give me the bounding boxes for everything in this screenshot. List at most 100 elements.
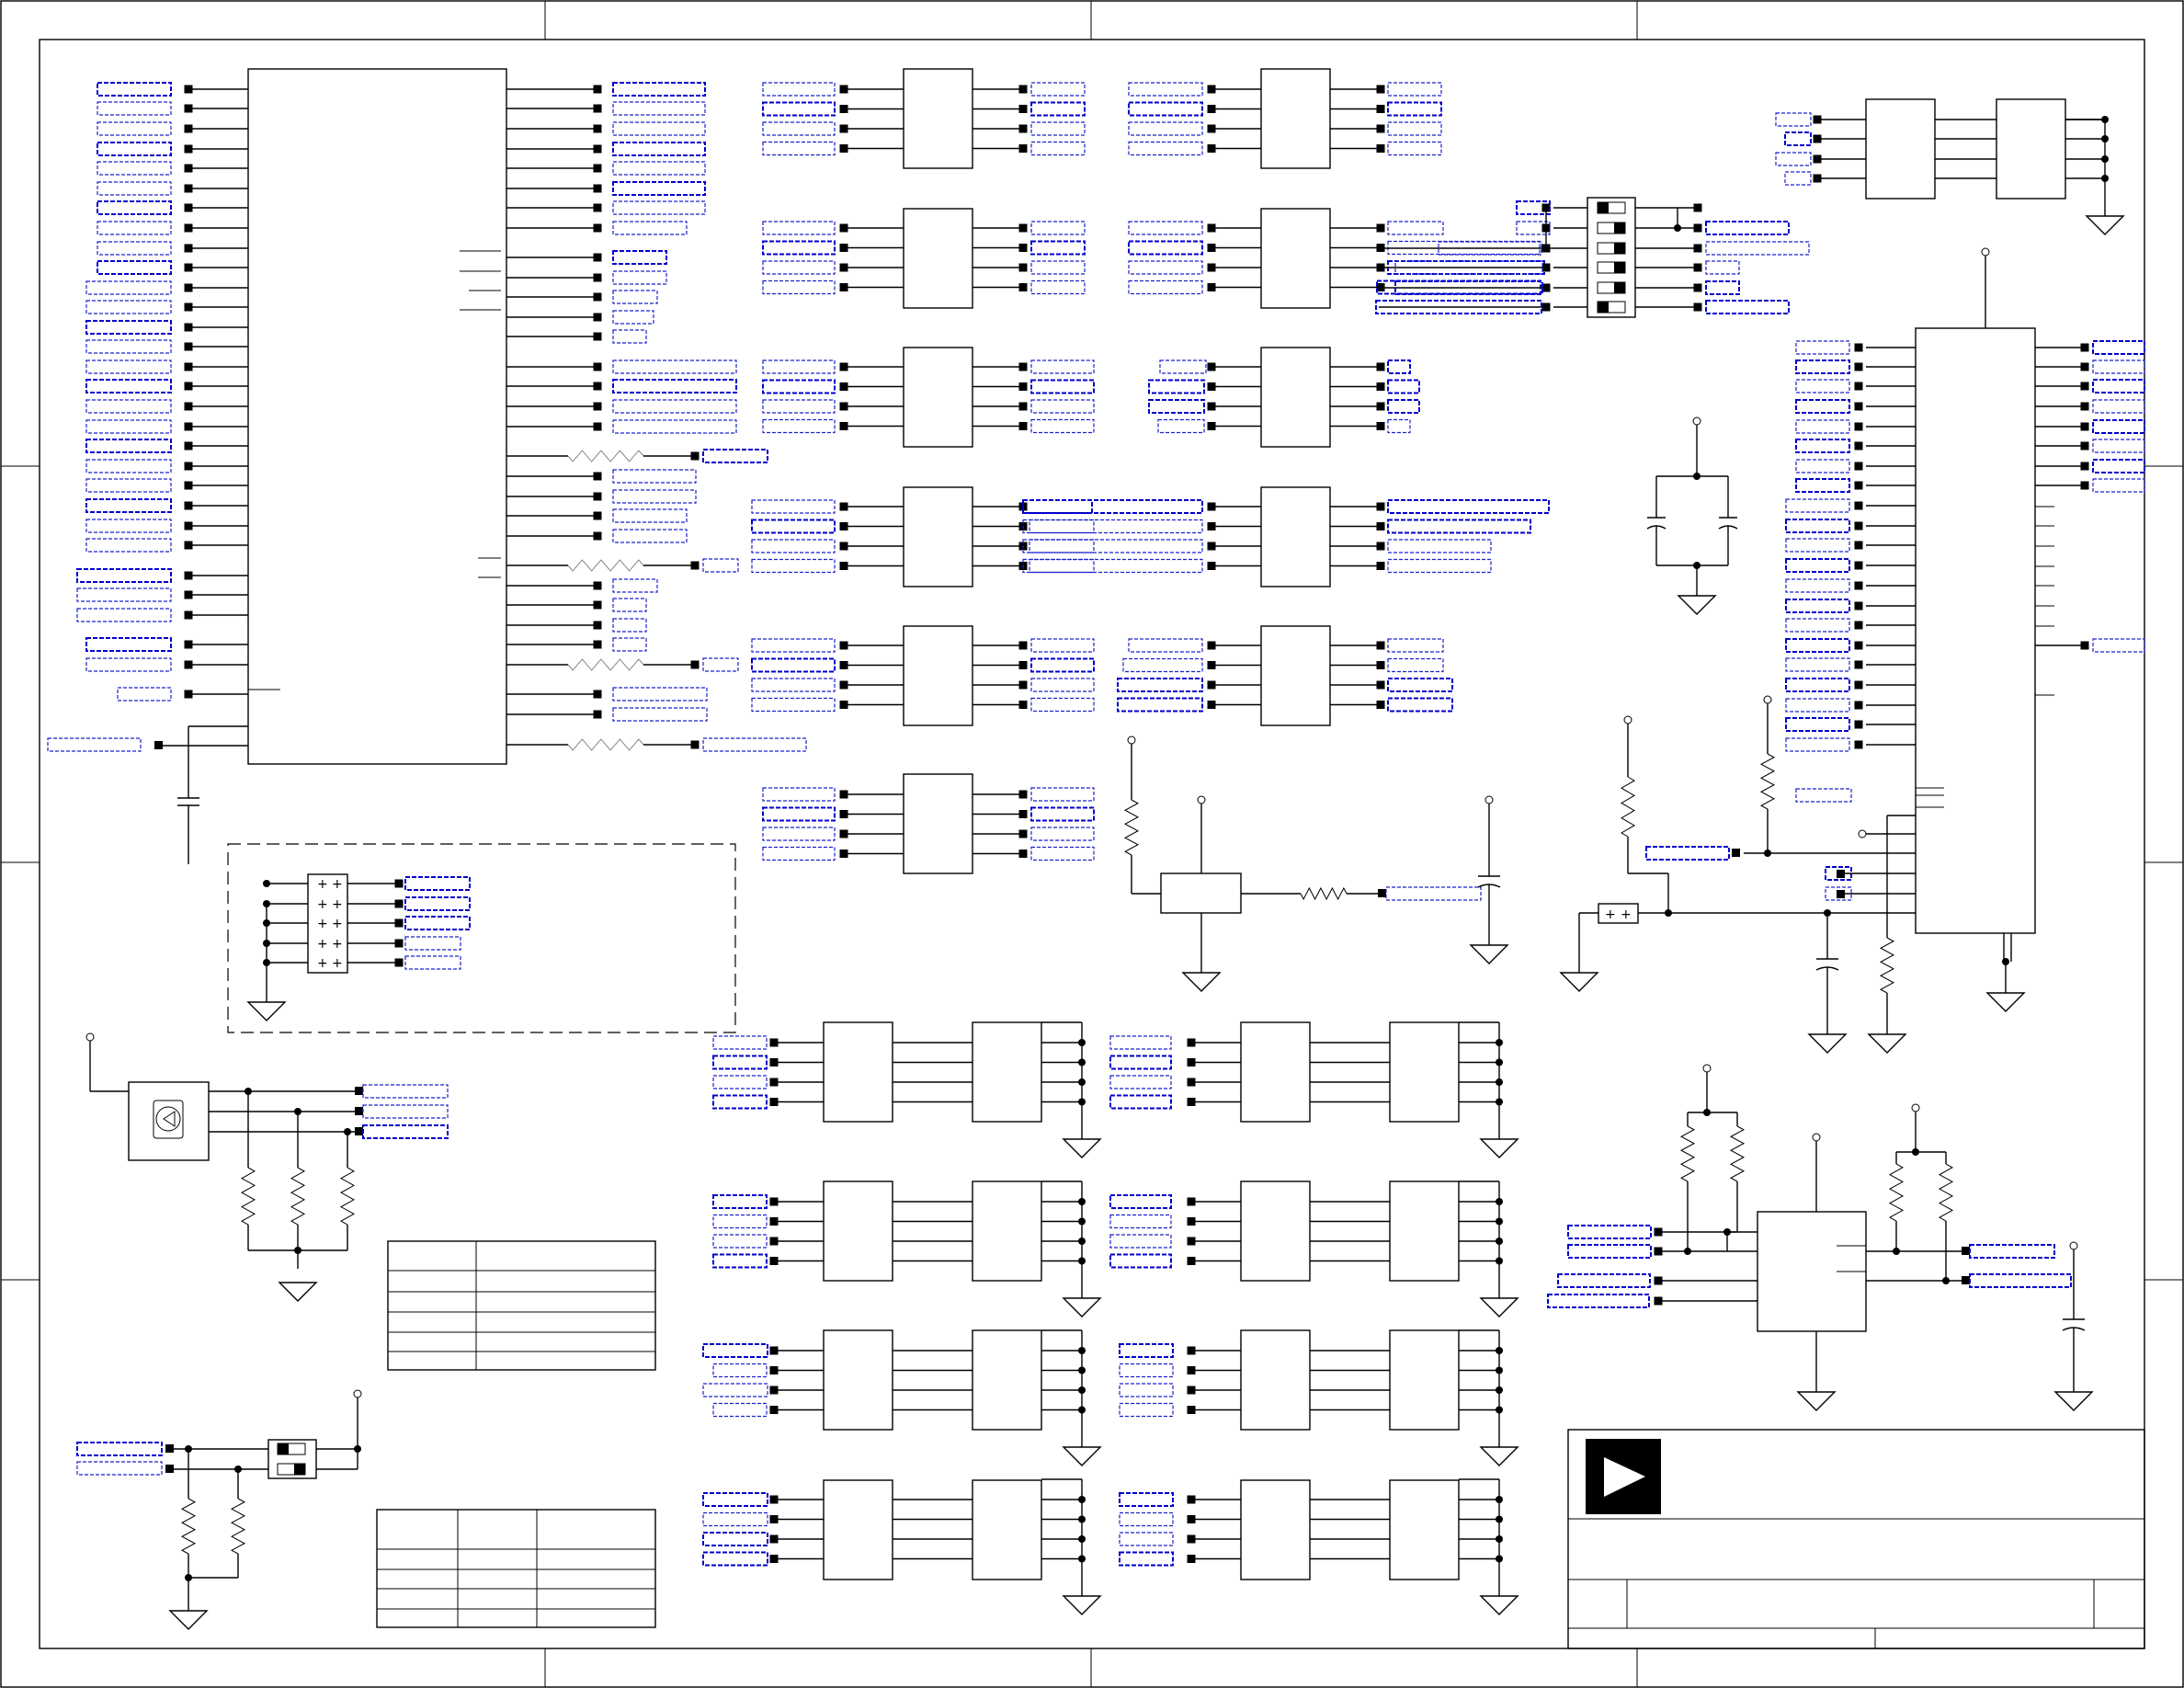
net-pin-square xyxy=(1018,850,1028,858)
buzzer-transducer-icon xyxy=(163,1111,176,1127)
net-pin-square xyxy=(690,740,700,749)
net-pin-square xyxy=(1018,382,1028,391)
net-label xyxy=(97,181,172,196)
net-label xyxy=(1029,558,1095,574)
reset-resistors xyxy=(1123,799,1348,901)
net-pin-square xyxy=(1187,1406,1196,1414)
net-pin-square xyxy=(593,581,602,590)
junction-dot xyxy=(263,959,270,966)
buzzer-circuit[interactable] xyxy=(85,1032,449,1302)
net-label xyxy=(762,418,836,434)
net-label xyxy=(1394,280,1543,295)
resistor-zigzag-icon xyxy=(1759,753,1776,810)
net-label xyxy=(1784,171,1812,186)
net-pin-square xyxy=(184,462,193,471)
net-pin-square xyxy=(184,203,193,212)
net-pin-square xyxy=(184,590,193,599)
net-pin-square xyxy=(1187,1237,1196,1246)
net-label xyxy=(702,449,768,463)
net-pin-square xyxy=(839,641,848,650)
net-label xyxy=(612,270,667,285)
net-label xyxy=(1022,519,1203,534)
buffer-ic-symbol xyxy=(972,1180,1042,1282)
net-pin-square xyxy=(1854,422,1863,431)
buffer-ic-symbol xyxy=(1389,1180,1460,1282)
net-label xyxy=(612,508,688,523)
net-pin-square xyxy=(1207,701,1216,709)
net-pin-square xyxy=(769,1534,779,1544)
header-pin-plus-icon: + xyxy=(317,937,328,952)
net-label xyxy=(404,896,471,911)
net-label xyxy=(702,657,739,672)
mcu-symbol[interactable] xyxy=(247,68,507,765)
net-pin-square xyxy=(593,690,602,699)
net-pin-square xyxy=(1187,1495,1196,1504)
net-pin-square xyxy=(1018,810,1028,818)
net-label xyxy=(1109,1214,1172,1229)
net-label xyxy=(1030,806,1095,822)
buffer-ic-symbol xyxy=(1240,1021,1311,1123)
boot-dip-switch[interactable] xyxy=(76,1389,362,1630)
resistor-zigzag-icon xyxy=(567,559,644,572)
net-label xyxy=(612,707,708,722)
net-label xyxy=(2092,359,2145,374)
net-label xyxy=(85,637,172,652)
dip-switch-array[interactable] xyxy=(1587,197,1636,318)
net-pin-square xyxy=(1207,522,1216,530)
net-pin-square xyxy=(1693,283,1702,292)
net-pin-square xyxy=(1018,144,1028,153)
net-label xyxy=(1157,418,1205,434)
net-pin-square xyxy=(1376,223,1385,233)
net-label xyxy=(404,955,461,970)
header-pin-plus-icon: + xyxy=(332,917,343,931)
net-pin-square xyxy=(593,531,602,541)
net-label xyxy=(702,558,739,573)
net-pin-square xyxy=(1018,680,1028,690)
net-label xyxy=(85,280,172,295)
net-label xyxy=(712,1214,768,1229)
net-pin-square xyxy=(184,124,193,133)
net-label xyxy=(97,241,172,256)
net-label xyxy=(1117,678,1203,692)
header-pin-plus-icon: + xyxy=(317,917,328,931)
net-pin-square xyxy=(839,680,848,690)
net-label xyxy=(1795,459,1850,473)
net-pin-square xyxy=(1376,402,1385,411)
net-label xyxy=(1030,379,1095,394)
net-label xyxy=(1109,1035,1172,1050)
net-pin-square xyxy=(1187,1197,1196,1206)
net-label xyxy=(85,399,172,414)
net-pin-square xyxy=(1854,343,1863,352)
net-pin-square xyxy=(1018,85,1028,94)
net-label xyxy=(1547,1294,1650,1308)
resistor-zigzag-icon xyxy=(240,1167,256,1226)
net-pin-square xyxy=(1854,581,1863,590)
right-tall-ic[interactable] xyxy=(1915,247,2054,1012)
net-label xyxy=(762,240,836,256)
buffer-ic-symbol xyxy=(972,1329,1042,1431)
net-label xyxy=(751,638,836,653)
top-right-ic-pair xyxy=(1865,98,2066,200)
level-shifter-resistors xyxy=(1679,1125,1954,1222)
net-label xyxy=(612,578,658,593)
net-label xyxy=(97,82,172,97)
net-pin-square xyxy=(593,422,602,431)
net-pin-square xyxy=(593,511,602,520)
net-label xyxy=(612,290,658,304)
net-label xyxy=(1159,359,1207,374)
net-pin-square xyxy=(1854,740,1863,749)
play-triangle-logo-icon xyxy=(1586,1439,1661,1514)
net-label xyxy=(1128,141,1203,156)
net-label xyxy=(1030,418,1095,434)
net-label xyxy=(612,329,647,344)
net-label xyxy=(712,1363,768,1378)
net-pin-square xyxy=(839,502,848,511)
net-label xyxy=(1795,439,1850,453)
net-label xyxy=(762,379,836,394)
net-label xyxy=(1128,638,1203,653)
ground-symbol-icon xyxy=(1479,1595,1519,1615)
net-pin-square xyxy=(593,362,602,371)
net-pin-square xyxy=(1187,1038,1196,1047)
net-pin-square xyxy=(1207,402,1216,411)
net-label xyxy=(85,379,172,393)
